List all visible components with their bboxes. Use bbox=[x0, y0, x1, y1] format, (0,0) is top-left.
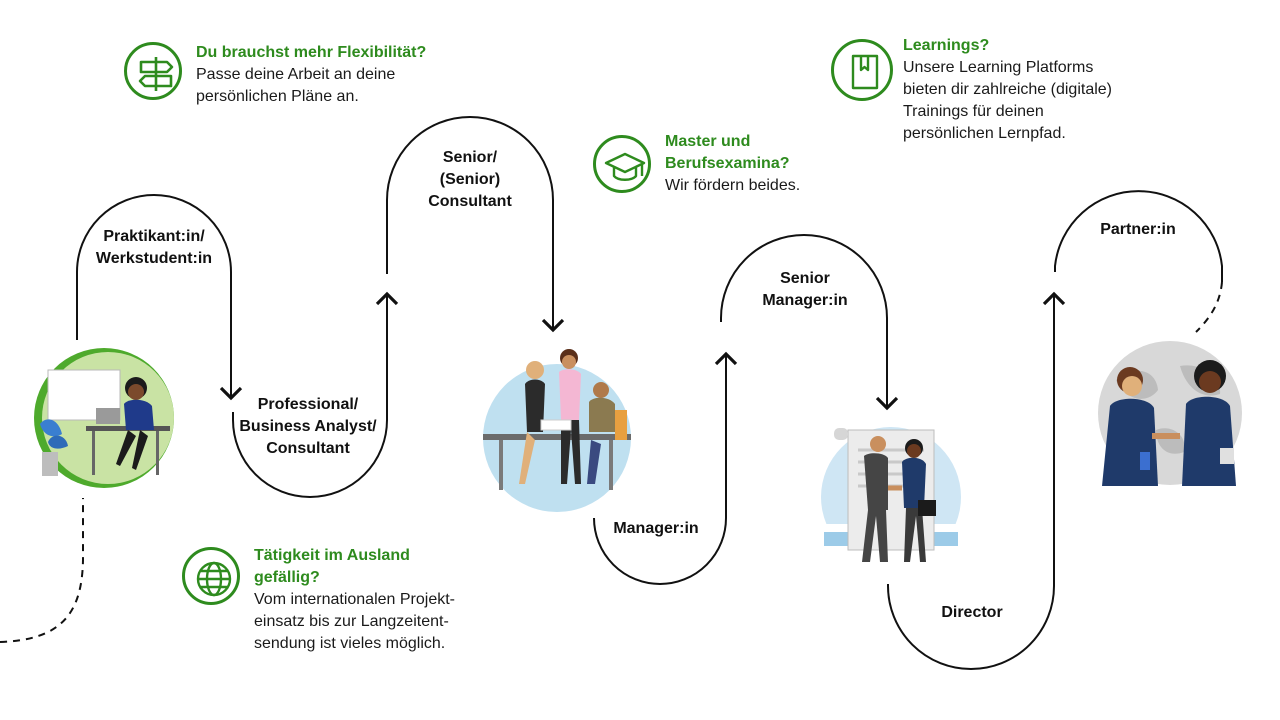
info-ausland-body-1: Vom internationalen Projekt- bbox=[254, 591, 455, 608]
info-learnings-body-3: Trainings für deinen bbox=[903, 103, 1044, 120]
step-professional: Professional/ Business Analyst/ Consulta… bbox=[228, 394, 388, 460]
info-ausland: Tätigkeit im Ausland gefällig? Vom inter… bbox=[182, 545, 502, 657]
path-valley-2 bbox=[593, 351, 738, 585]
info-flexibility-title-1: Du brauchst mehr Flexibilität? bbox=[196, 44, 427, 61]
path-hump-2 bbox=[386, 116, 565, 333]
path-end-dashed bbox=[1195, 281, 1223, 333]
step-senior-manager-line-1: Senior bbox=[780, 270, 830, 287]
path-hump-3 bbox=[720, 234, 899, 411]
step-praktikant-line-1: Praktikant:in/ bbox=[103, 228, 205, 245]
info-flexibility-body-2: persönlichen Pläne an. bbox=[196, 88, 359, 105]
step-senior-consultant: Senior/ (Senior) Consultant bbox=[400, 147, 540, 213]
step-senior-manager-line-2: Manager:in bbox=[762, 292, 848, 309]
path-hump-1 bbox=[76, 194, 243, 401]
info-learnings-body-2: bieten dir zahlreiche (digitale) bbox=[903, 81, 1112, 98]
info-learnings-body-4: persönlichen Lernpfad. bbox=[903, 125, 1066, 142]
info-learnings-body-1: Unsere Learning Platforms bbox=[903, 59, 1094, 76]
info-master-title-2: Berufsexamina? bbox=[665, 155, 790, 172]
illustration-partners-globe bbox=[1098, 341, 1242, 486]
illustration-team-meeting bbox=[483, 349, 631, 512]
info-learnings: Learnings? Unsere Learning Platforms bie… bbox=[831, 35, 1161, 147]
info-flexibility-body-1: Passe deine Arbeit an deine bbox=[196, 66, 396, 83]
step-director-line-1: Director bbox=[941, 604, 1003, 621]
globe-icon bbox=[182, 547, 240, 605]
path-start-dashed bbox=[0, 498, 84, 643]
step-senior-manager: Senior Manager:in bbox=[740, 268, 870, 312]
step-senior-consultant-line-3: Consultant bbox=[428, 193, 512, 210]
step-professional-line-2: Business Analyst/ bbox=[239, 418, 377, 435]
step-partner: Partner:in bbox=[1080, 219, 1196, 241]
info-ausland-body-3: sendung ist vieles möglich. bbox=[254, 635, 446, 652]
signpost-icon bbox=[124, 42, 182, 100]
step-praktikant: Praktikant:in/ Werkstudent:in bbox=[84, 226, 224, 270]
step-manager-line-1: Manager:in bbox=[613, 520, 699, 537]
path-hump-4 bbox=[1054, 190, 1223, 282]
step-senior-consultant-line-1: Senior/ bbox=[442, 149, 498, 166]
step-senior-consultant-line-2: (Senior) bbox=[439, 171, 501, 188]
info-master: Master und Berufsexamina? Wir fördern be… bbox=[593, 131, 833, 201]
info-ausland-title-2: gefällig? bbox=[254, 569, 320, 586]
info-ausland-body-2: einsatz bis zur Langzeitent- bbox=[254, 613, 449, 630]
illustration-intern-at-desk bbox=[34, 348, 174, 488]
info-flexibility: Du brauchst mehr Flexibilität? Passe dei… bbox=[124, 42, 464, 112]
step-professional-line-3: Consultant bbox=[266, 440, 350, 457]
info-master-title-1: Master und bbox=[665, 133, 751, 150]
step-praktikant-line-2: Werkstudent:in bbox=[95, 250, 213, 267]
step-professional-line-1: Professional/ bbox=[257, 396, 359, 413]
info-master-body-1: Wir fördern beides. bbox=[665, 177, 801, 194]
info-ausland-title-1: Tätigkeit im Ausland bbox=[254, 547, 410, 564]
step-director: Director bbox=[910, 602, 1034, 624]
path-valley-3 bbox=[887, 291, 1066, 670]
graduation-cap-icon bbox=[593, 135, 651, 193]
info-learnings-title-1: Learnings? bbox=[903, 37, 990, 54]
path-valley-1 bbox=[232, 291, 399, 498]
step-manager: Manager:in bbox=[594, 518, 718, 540]
illustration-handshake-diploma bbox=[818, 427, 964, 568]
step-partner-line-1: Partner:in bbox=[1100, 221, 1176, 238]
book-icon bbox=[831, 39, 893, 101]
